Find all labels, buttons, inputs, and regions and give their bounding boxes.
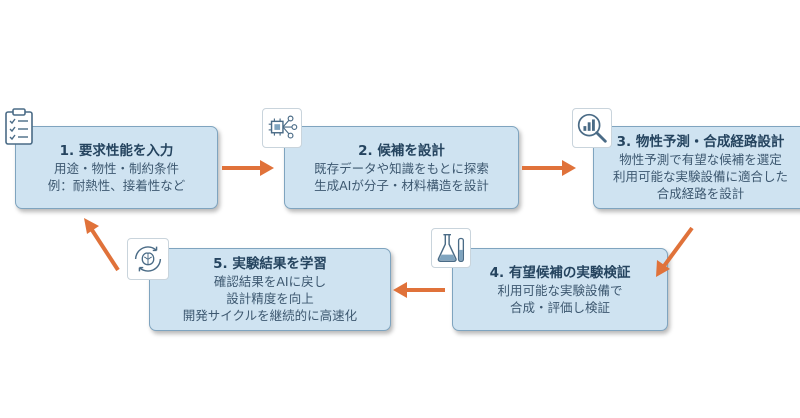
step-2-line-1: 既存データや知識をもとに探索	[314, 161, 489, 176]
step-2-line-2: 生成AIが分子・材料構造を設計	[314, 178, 489, 193]
step-3-box: 3. 物性予測・合成経路設計 物性予測で有望な候補を選定 利用可能な実験設備に適…	[593, 126, 800, 209]
arrow-step2-to-step3	[522, 160, 576, 176]
magnifier-chart-icon	[572, 108, 612, 148]
step-1-line-2: 例：耐熱性、接着性など	[47, 178, 186, 193]
step-3-title: 3. 物性予測・合成経路設計	[616, 134, 785, 150]
lab-flask-icon	[431, 228, 471, 268]
brain-cycle-icon	[127, 238, 169, 280]
step-1-box: 1. 要求性能を入力 用途・物性・制約条件 例：耐熱性、接着性など	[15, 126, 218, 209]
step-5-line-3: 開発サイクルを継続的に高速化	[182, 308, 358, 323]
step-3-line-1: 物性予測で有望な候補を選定	[619, 152, 782, 167]
ai-chip-network-icon	[262, 108, 302, 148]
step-1-line-1: 用途・物性・制約条件	[53, 161, 179, 176]
step-3-line-2: 利用可能な実験設備に適合した	[612, 169, 788, 184]
step-4-line-2: 合成・評価し検証	[509, 300, 610, 315]
arrow-step3-to-step4	[656, 226, 694, 277]
step-5-line-2: 設計精度を向上	[226, 291, 314, 306]
step-4-line-1: 利用可能な実験設備で	[497, 283, 623, 298]
step-3-line-3: 合成経路を設計	[656, 186, 745, 201]
step-4-title: 4. 有望候補の実験検証	[489, 265, 631, 281]
step-4-box: 4. 有望候補の実験検証 利用可能な実験設備で 合成・評価し検証	[452, 248, 668, 331]
clipboard-checklist-icon	[0, 106, 40, 146]
step-1-title: 1. 要求性能を入力	[59, 143, 174, 159]
step-5-box: 5. 実験結果を学習 確認結果をAIに戻し 設計精度を向上 開発サイクルを継続的…	[149, 248, 391, 331]
step-2-title: 2. 候補を設計	[358, 143, 445, 159]
step-5-line-1: 確認結果をAIに戻し	[213, 274, 327, 289]
step-5-title: 5. 実験結果を学習	[213, 256, 327, 272]
arrow-step5-to-step1	[84, 218, 120, 272]
arrow-step4-to-step5	[393, 282, 445, 298]
arrow-step1-to-step2	[222, 160, 274, 176]
step-2-box: 2. 候補を設計 既存データや知識をもとに探索 生成AIが分子・材料構造を設計	[284, 126, 519, 209]
